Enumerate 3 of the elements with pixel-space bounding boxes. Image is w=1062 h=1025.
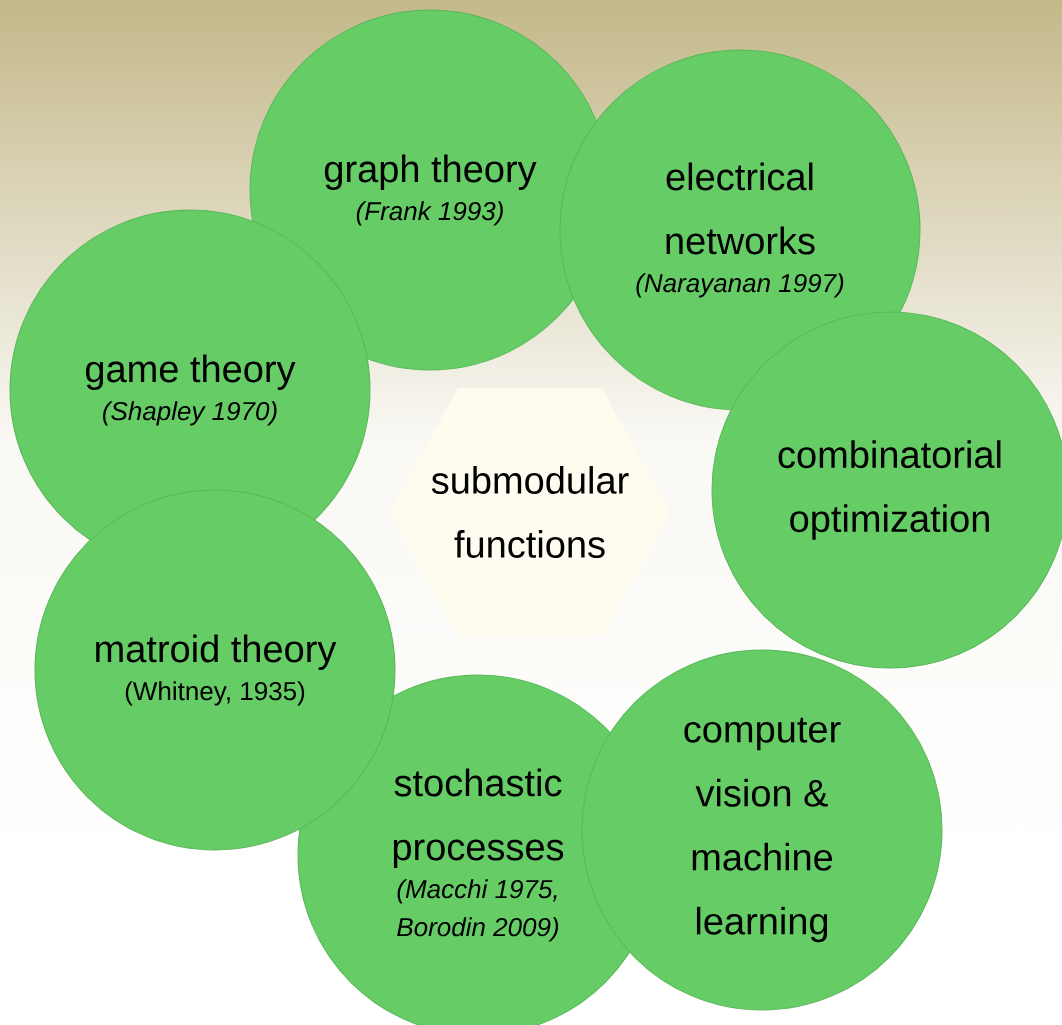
hexagon: submodular functions <box>390 388 670 636</box>
node-label: (Macchi 1975, Borodin 2009) <box>397 879 559 942</box>
node-label: stochastic processes <box>393 768 564 868</box>
